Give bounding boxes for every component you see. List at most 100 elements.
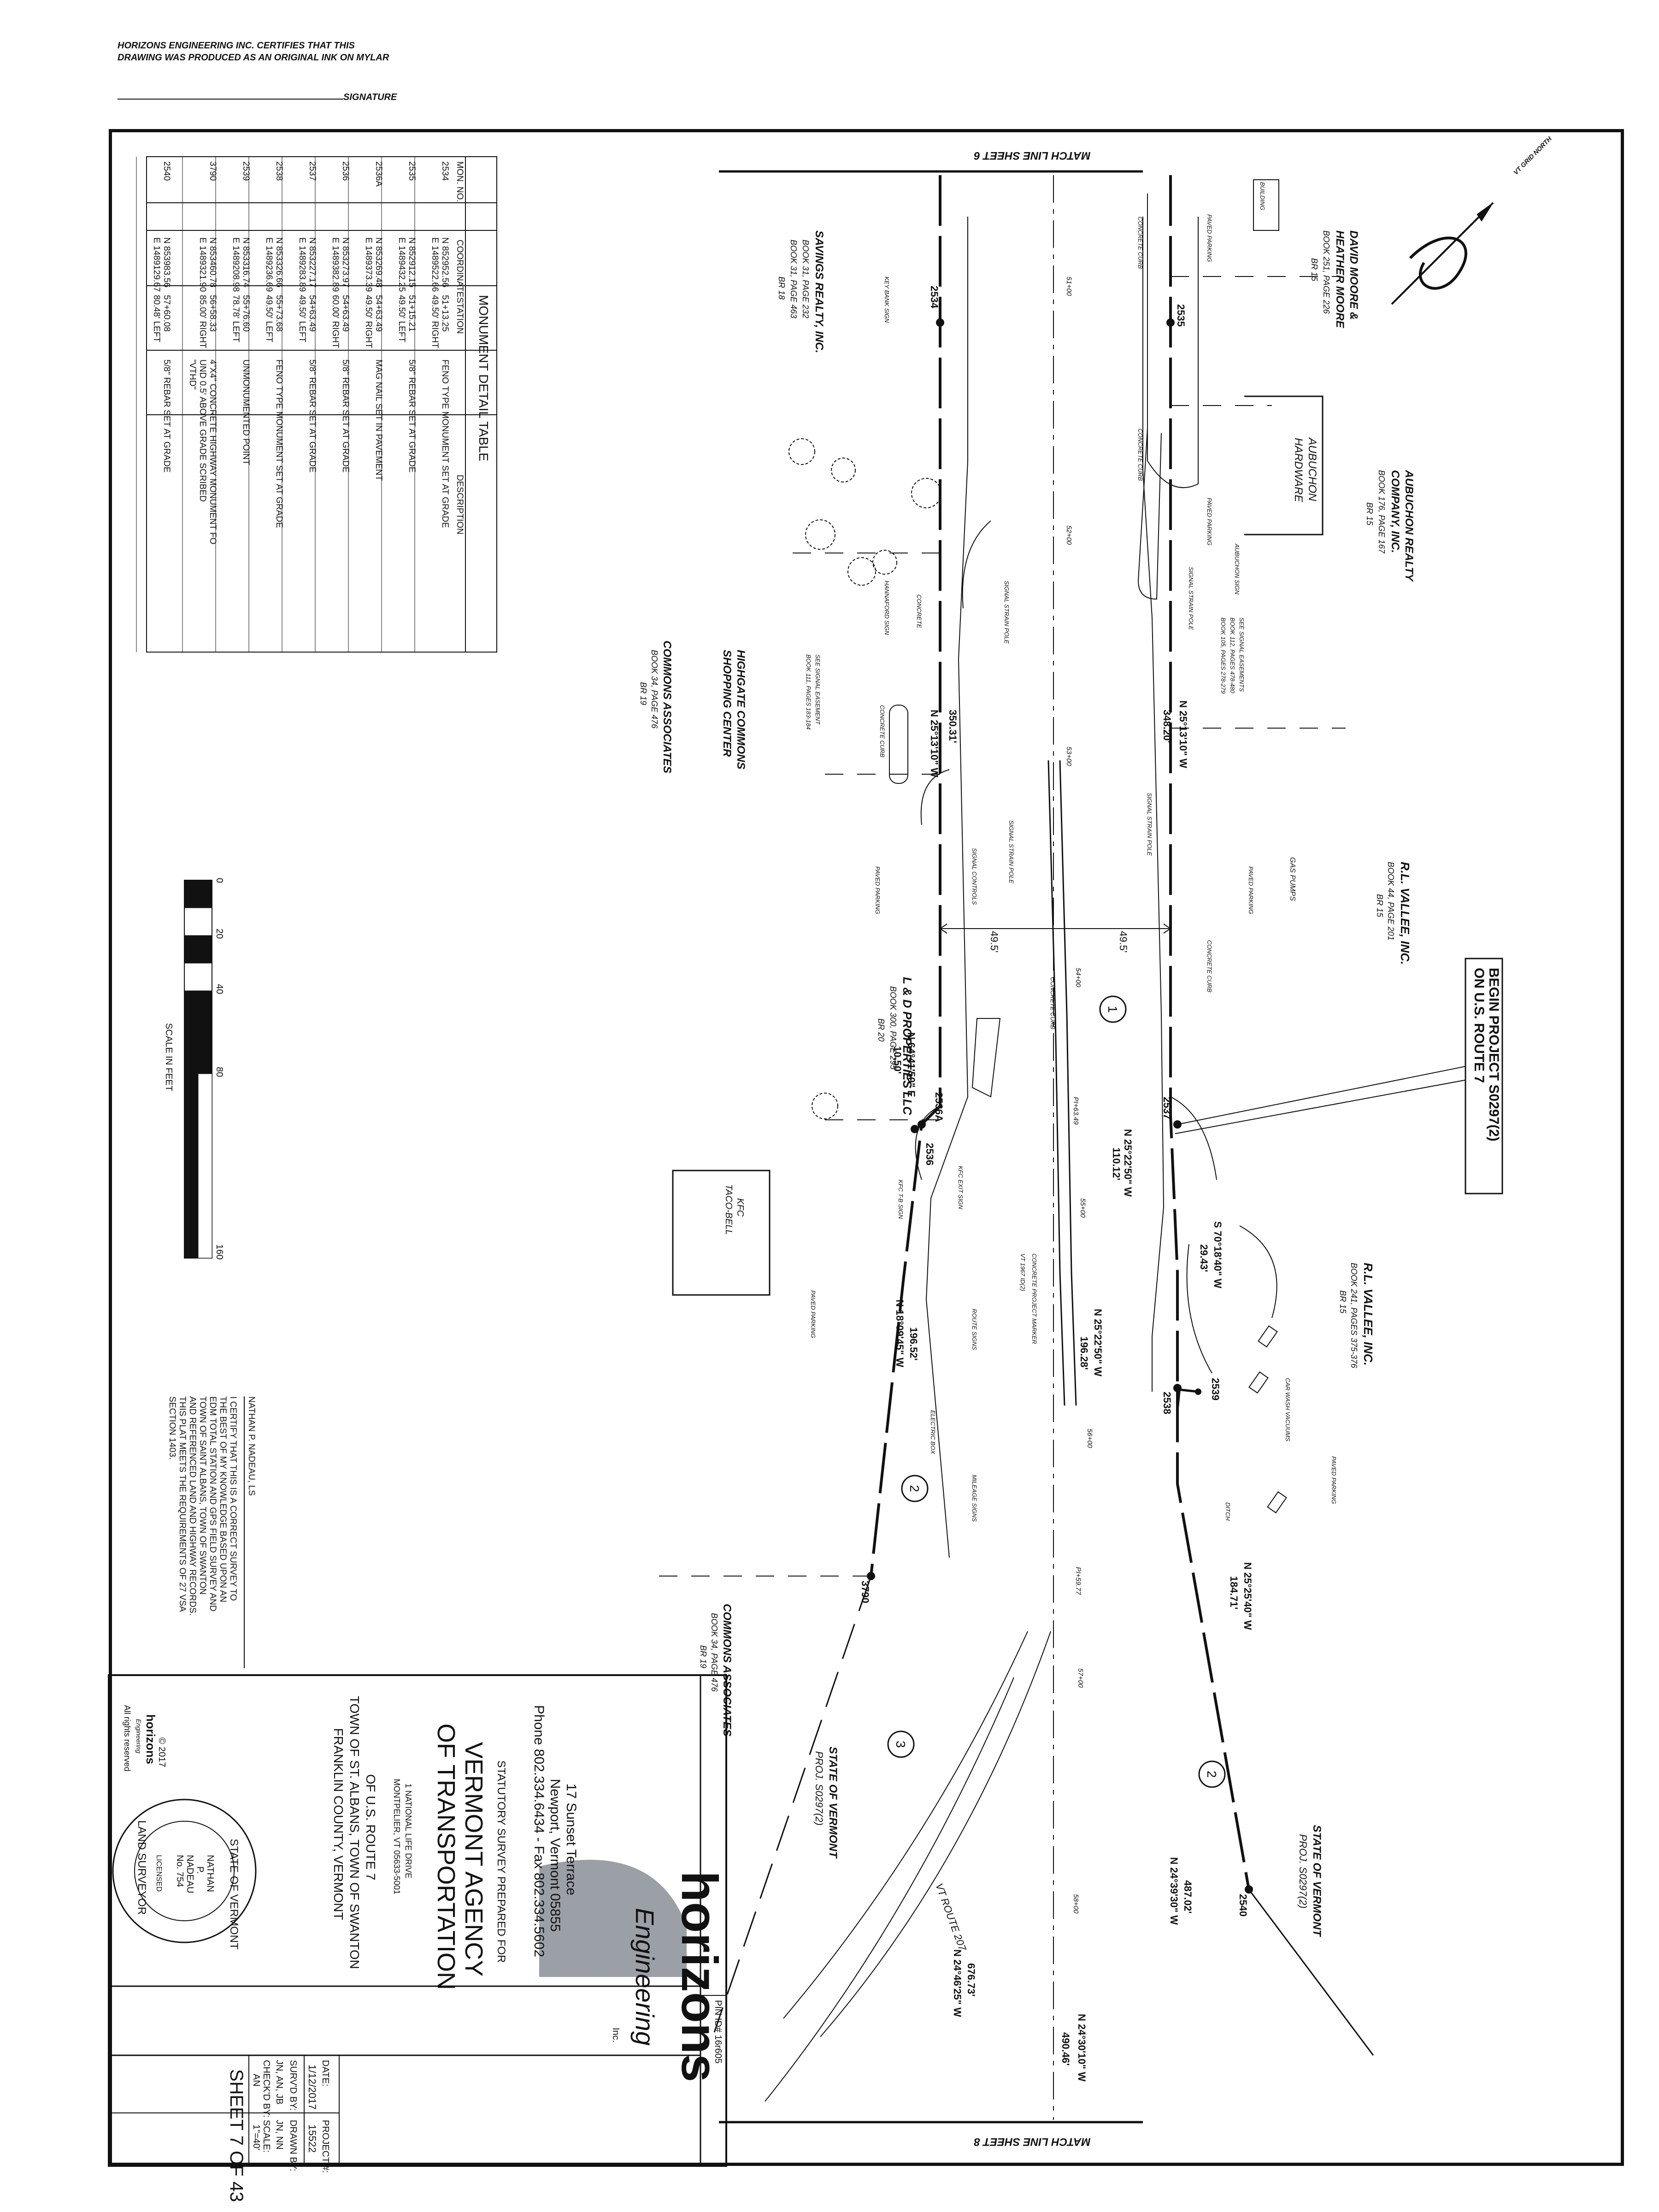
seal-outer-bottom: LAND SURVEYOR [135, 1820, 148, 1915]
circle-marker-1 [1099, 995, 1127, 1023]
concrete-curb-label-3: CONCRETE CURB [1206, 940, 1213, 993]
circle-marker-3 [887, 1730, 915, 1758]
table-cell-offset: 80.48' LEFT [152, 295, 161, 342]
station-53: 53+00 [1065, 747, 1073, 766]
signal-pole-label-4: SIGNAL STRAIN POLE [1008, 820, 1015, 883]
easement-label-2: SEE SIGNAL EASEMENT [814, 654, 821, 725]
firm-logo-inc: Inc. [611, 2028, 621, 2042]
concrete-marker-label: CONCRETE PROJECT MARKER [1031, 1253, 1038, 1344]
concrete-marker-ref: VT 1967 ID(2) [1019, 1253, 1026, 1291]
monument-2538-point [1173, 1384, 1182, 1392]
key-bank-sign-label: KEY BANK SIGN [883, 276, 890, 323]
highgate-shopping-center-label: SHOPPING CENTER [721, 650, 733, 757]
concrete-curb-label-1: CONCRETE CURB [1137, 217, 1144, 269]
parcel-vallee-book: BOOK 44, PAGE 201 [1386, 862, 1395, 941]
parcel-vallee2-book: BOOK 241, PAGES 375-376 [1349, 1263, 1359, 1369]
table-cell-station: 51+13.25 [440, 295, 450, 332]
distance-east-3: 184.71' [1228, 1576, 1240, 1610]
easement-label-1c: BOOK 105, PAGES 278-279 [1220, 618, 1227, 694]
signature-label: SIGNATURE [343, 92, 397, 102]
surveyor-cert-line-3: EDM TOTAL STATION AND GPS FIELD SURVEY A… [208, 1396, 218, 1612]
scale-tick-160: 160 [214, 1244, 224, 1259]
table-cell-offset: 49.50' RIGHT [430, 295, 440, 348]
surveyor-cert-line-2: THE BEST OF MY KNOWLEDGE BASED UPON AN [218, 1396, 228, 1602]
surveyor-cert-line-7: SECTION 1403. [167, 1396, 177, 1459]
table-cell-offset: 49.50' LEFT [297, 295, 307, 342]
table-cell-description: FENO TYPE MONUMENT SET AT GRADE [440, 359, 450, 528]
table-cell-description: MAG NAIL SET IN PAVEMENT [374, 359, 383, 481]
state-vermont-label-east: STATE OF VERMONT [1311, 1825, 1323, 1937]
monument-3790-point [867, 1572, 875, 1580]
scale-tick-40: 40 [214, 984, 224, 994]
ditch-label: DITCH [1224, 1502, 1231, 1521]
car-wash-label: CAR WASH VACUUMS [1284, 1378, 1291, 1441]
station-57: 57+00 [1077, 1668, 1084, 1688]
table-cell-easting: E 1489208.98 [231, 237, 241, 292]
parcel-commons-br: BR 19 [639, 682, 648, 705]
table-cell-easting: E 1489522.66 [430, 237, 440, 292]
table-cell-station: 57+60.08 [162, 295, 171, 332]
distance-east-2: 110.12' [1111, 1147, 1122, 1180]
route-label: OF U.S. ROUTE 7 [364, 1774, 378, 1880]
parcel-moore-name: DAVID MOORE & [1347, 230, 1360, 320]
parcel-aubuchon-book: BOOK 176, PAGE 167 [1377, 470, 1386, 554]
distance-ld-tie: 10.50' [892, 1046, 903, 1074]
paved-parking-label-1: PAVED PARKING [1206, 214, 1213, 262]
parcel-aubuchon-name-2: COMPANY, INC. [1389, 470, 1401, 553]
monument-2540-point [1245, 1885, 1253, 1894]
signal-pole-label-1: SIGNAL STRAIN POLE [1188, 567, 1194, 630]
parcel-moore-book: BOOK 251, PAGE 226 [1322, 230, 1331, 314]
table-cell-offset: 49.50' RIGHT [364, 295, 373, 348]
seal-name-1: NATHAN [205, 1855, 215, 1892]
parcel-commons-name: COMMONS ASSOCIATES [661, 641, 673, 773]
station-51: 51+00 [1065, 276, 1073, 296]
table-cell-mon: 3790 [208, 161, 218, 181]
table-cell-description: FENO TYPE MONUMENT SET AT GRADE [274, 359, 284, 528]
table-cell-easting: E 1489283.89 [297, 237, 307, 292]
table-cell-easting: E 1489373.39 [364, 237, 373, 292]
table-cell-station: 51+15.21 [407, 295, 417, 332]
table-cell-station: 54+63.49 [341, 295, 350, 332]
electric-box-label: ELECTRIC BOX [930, 1410, 936, 1455]
towns-label: TOWN OF ST. ALBANS, TOWN OF SWANTON [347, 1696, 362, 1969]
table-cell-description: UND 0.5' ABOVE GRADE SCRIBED [198, 359, 207, 502]
copyright-brand-sub: Engineering [135, 1719, 142, 1753]
seal-license: No. 754 [175, 1855, 185, 1887]
monument-2539-label: 2539 [1210, 1378, 1221, 1400]
certification-line-1: HORIZONS ENGINEERING INC. CERTIFIES THAT… [118, 41, 355, 51]
parcel-ld-book: BOOK 300, PAGE 295 [888, 986, 898, 1070]
paved-parking-label-3: PAVED PARKING [1247, 866, 1254, 914]
drawn-by-label: DRAWN BY: [288, 2120, 298, 2171]
parcel-savings-book-2: BOOK 31, PAGE 463 [789, 240, 798, 318]
monument-2537-point [1173, 1120, 1182, 1129]
date-label: DATE: [320, 2060, 330, 2086]
hannaford-sign-label: HANNAFORD SIGN [883, 581, 890, 635]
bearing-ld-tie: N 64°41'50" E [906, 1032, 917, 1097]
concrete-curb-label-5: CONCRETE CURB [1049, 977, 1056, 1030]
parcel-ld-name: L & D PROPERTIES LLC [900, 977, 914, 1116]
mileage-signs-label: MILEAGE SIGNS [971, 1475, 978, 1522]
firm-address-1: 17 Sunset Terrace [564, 1783, 579, 1895]
table-cell-offset: 60.00' RIGHT [330, 295, 340, 348]
firm-logo-sub: Engineering [630, 1908, 659, 2046]
certification-line-2: DRAWING WAS PRODUCED AS AN ORIGINAL INK … [118, 53, 389, 63]
bearing-west-2: N 18°09'45" W [894, 1300, 906, 1367]
date-value: 1/12/2017 [306, 2065, 318, 2110]
concrete-curb-label-4: CONCRETE CURB [879, 705, 886, 758]
client-address-2: MONTPELIER, VT 05633-5001 [392, 1779, 401, 1894]
seal-outer-top: STATE OF VERMONT [228, 1839, 240, 1950]
signal-pole-label-2: SIGNAL STRAIN POLE [1146, 793, 1153, 856]
table-cell-offset: 49.50' LEFT [264, 295, 274, 342]
checked-by-label: CHECK'D BY: [261, 2060, 271, 2118]
table-cell-northing: N 852952.56 [440, 237, 450, 288]
client-address-1: 1 NATIONAL LIFE DRIVE [404, 1783, 413, 1878]
parcel-ld-br: BR 20 [877, 1018, 886, 1041]
parcel-savings-br: BR 18 [777, 276, 786, 300]
seal-name-2: P. [195, 1866, 205, 1874]
table-cell-station: 55+76.60 [241, 295, 251, 332]
aubuchon-building-label: AUBUCHON [1306, 437, 1318, 501]
highgate-commons-label: HIGHGATE COMMONS [735, 650, 747, 770]
bearing-centerline: N 24°30'10" W [1076, 2014, 1088, 2082]
drawing-sheet-border [109, 129, 1624, 2166]
bearing-west-1: N 25°13'10" W [929, 710, 940, 777]
